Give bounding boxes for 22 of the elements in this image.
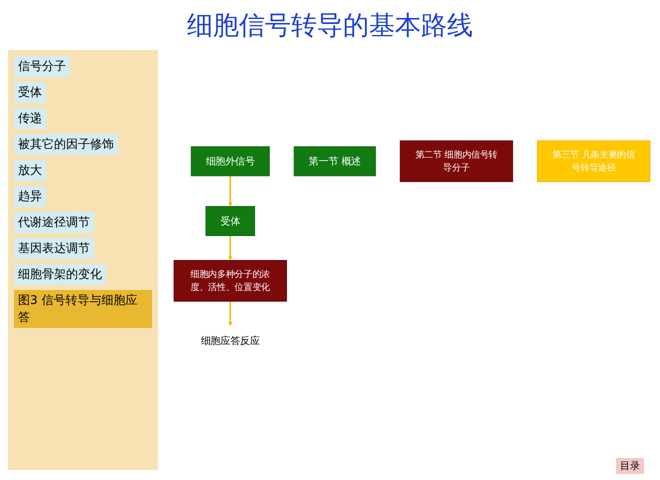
node-box: 第三节 几条主要的信号转导途径 (537, 140, 650, 182)
arrow (228, 176, 232, 207)
node-box: 细胞内多种分子的浓度、活性、位置变化 (174, 260, 287, 302)
figure-label: 基因表达调节 (14, 238, 94, 259)
figure-label: 传递 (14, 108, 46, 129)
node-box: 第二节 细胞内信号转导分子 (400, 140, 514, 182)
figure-label: 受体 (14, 82, 46, 103)
figure-label: 放大 (14, 160, 46, 181)
slide-title: 细胞信号转导的基本路线 (186, 10, 474, 43)
figure-caption: 图3 信号转导与细胞应答 (14, 290, 152, 328)
figure-label: 代谢途径调节 (14, 212, 94, 233)
arrow (228, 301, 232, 326)
node-text: 细胞应答反应 (200, 334, 260, 347)
arrow (228, 236, 232, 260)
node-box: 细胞外信号 (190, 146, 270, 176)
figure-label: 细胞骨架的变化 (14, 264, 106, 285)
menu-button: 目录 (616, 458, 644, 474)
figure-label: 趋异 (14, 186, 46, 207)
node-box: 第一节 概述 (294, 146, 376, 176)
node-box: 受体 (206, 206, 256, 236)
figure-label: 被其它的因子修饰 (14, 134, 118, 155)
figure-label: 信号分子 (14, 56, 70, 77)
